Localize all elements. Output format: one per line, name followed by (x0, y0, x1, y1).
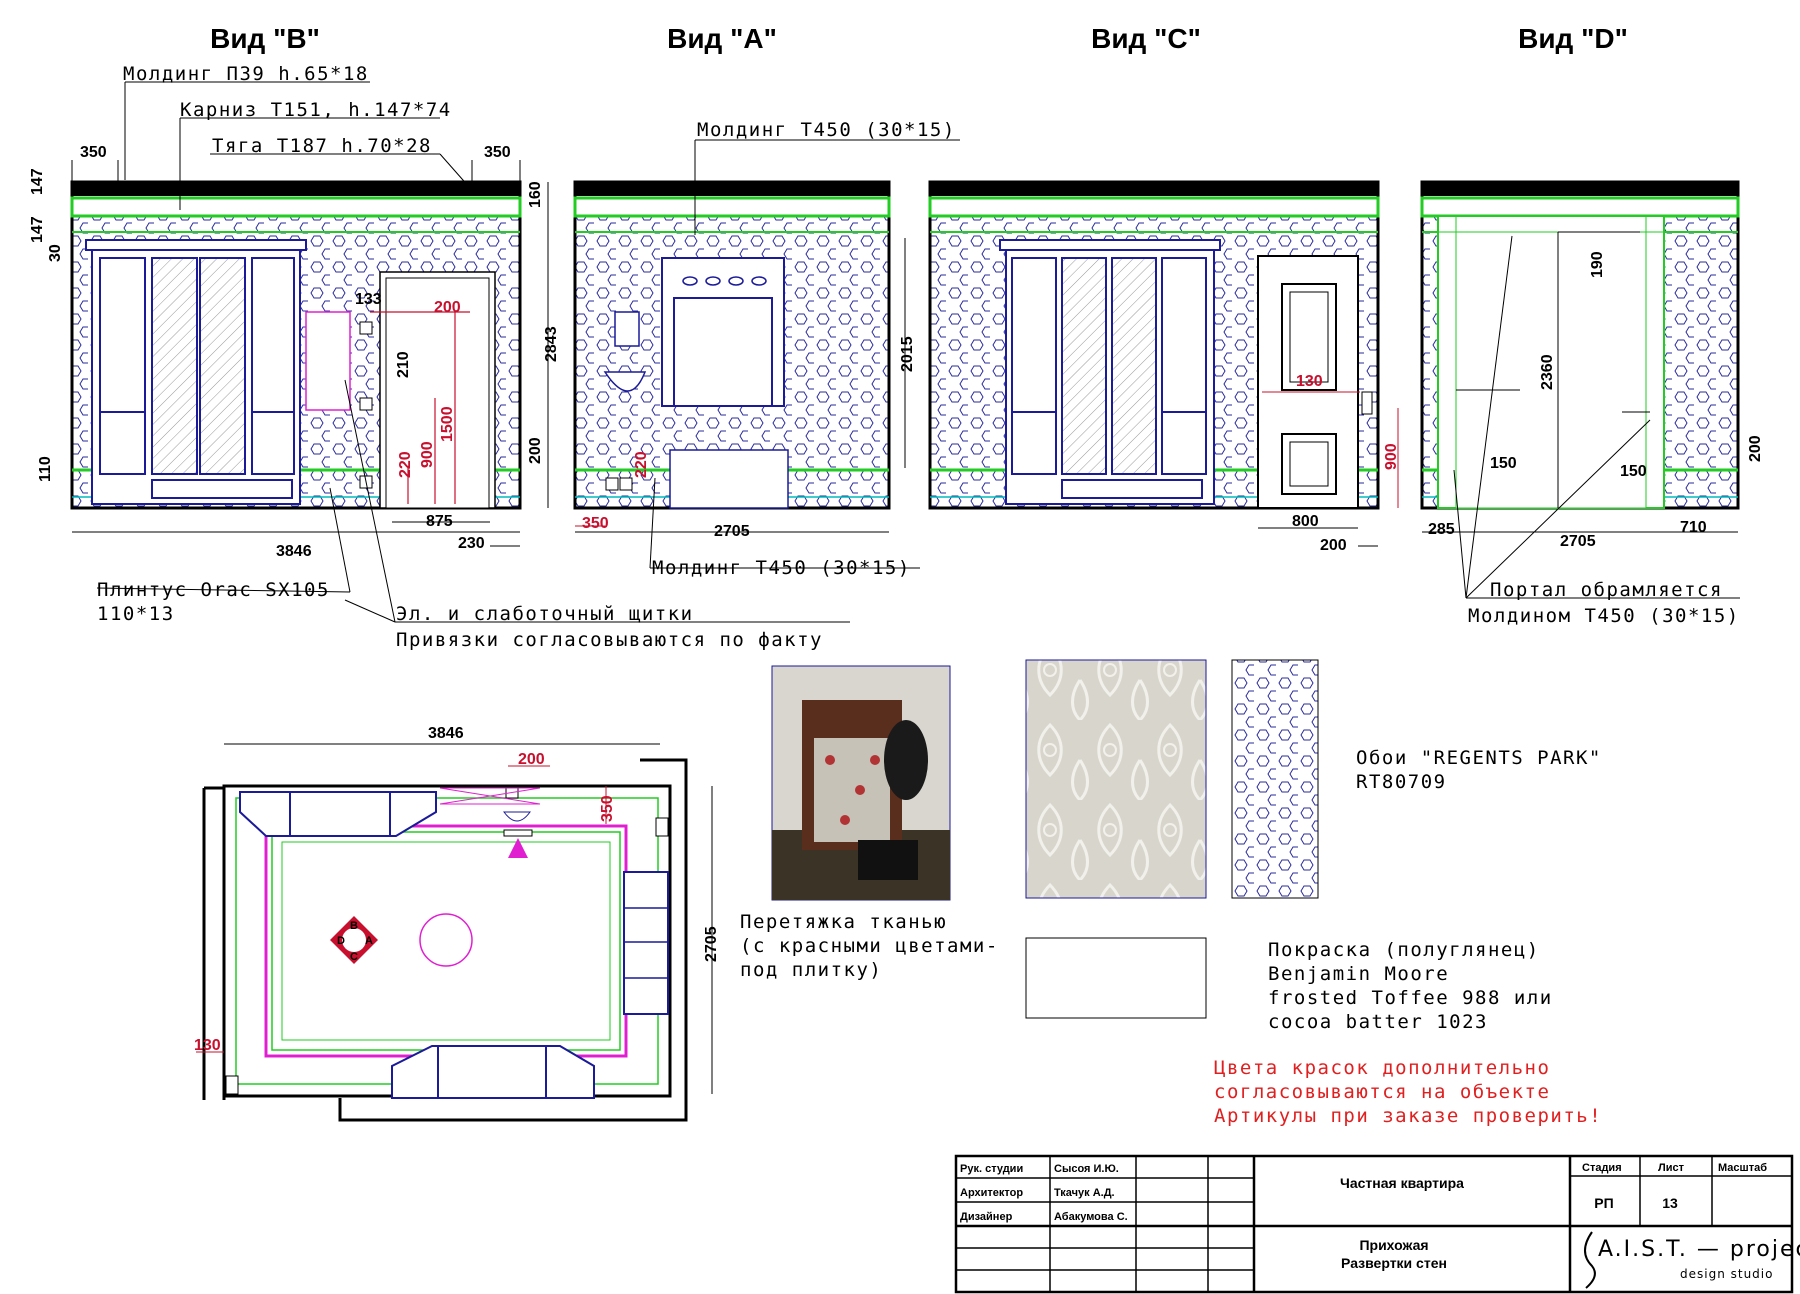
dim-d-710: 710 (1680, 519, 1707, 536)
dim-b-160: 160 (527, 181, 544, 208)
dim-d-200: 200 (1747, 435, 1764, 462)
callout-rod-t187: Тяга Т187 h.70*28 (212, 135, 432, 157)
compass-a: A (365, 935, 373, 947)
dim-a-2705: 2705 (714, 523, 750, 540)
elevation-view-b (70, 81, 850, 623)
callout-molding-t450-bottom: Молдинг Т450 (30*15) (652, 557, 911, 579)
dim-c-red-900: 900 (1383, 443, 1400, 470)
floor-plan (196, 743, 713, 1122)
wallpaper-label-l1: Обои "REGENTS PARK" (1356, 747, 1602, 769)
warning-l2: согласовываются на объекте (1214, 1081, 1550, 1103)
swatch-paint (1025, 937, 1207, 1019)
dim-b-350-left: 350 (80, 144, 107, 161)
dim-b-red-220: 220 (397, 451, 414, 478)
elevation-view-d (1420, 180, 1740, 599)
dim-a-2015: 2015 (899, 336, 916, 372)
view-c-title: Вид "C" (1091, 23, 1201, 54)
tb-sheet-title-l2: Развертки стен (1341, 1255, 1447, 1271)
studio-subtitle: design studio (1680, 1267, 1773, 1281)
studio-name: A.I.S.T. — project (1598, 1237, 1800, 1262)
callout-plinth-l2: 110*13 (97, 603, 175, 625)
callout-plinth-l1: Плинтус Orac SX105 (97, 579, 330, 601)
callout-portal-l2: Молдином Т450 (30*15) (1468, 605, 1740, 627)
dim-b-red-1500: 1500 (439, 406, 456, 442)
callout-portal-l1: Портал обрамляется (1490, 579, 1723, 601)
swatch-damask (1025, 659, 1207, 899)
callout-cornice-t151: Карниз Т151, h.147*74 (180, 99, 452, 121)
tb-project: Частная квартира (1340, 1175, 1464, 1191)
dim-b-200: 200 (527, 437, 544, 464)
tb-stage-header: Стадия (1582, 1162, 1622, 1174)
warning-l3: Артикулы при заказе проверить! (1214, 1105, 1602, 1127)
tb-scale-header: Масштаб (1718, 1162, 1767, 1174)
dim-b-red-900: 900 (419, 441, 436, 468)
view-a-title: Вид "A" (667, 23, 777, 54)
paint-label-l3: frosted Toffee 988 или (1268, 987, 1553, 1009)
dim-b-3846: 3846 (276, 543, 312, 560)
tb-role-1: Рук. студии (960, 1163, 1023, 1175)
dim-b-133: 133 (355, 291, 382, 308)
title-block (954, 1154, 1794, 1294)
dim-b-230: 230 (458, 535, 485, 552)
compass-d: D (337, 935, 345, 947)
warning-l1: Цвета красок дополнительно (1214, 1057, 1550, 1079)
tb-stage: РП (1594, 1195, 1613, 1211)
dim-a-red-350: 350 (582, 515, 609, 532)
wallpaper-label-l2: RT80709 (1356, 771, 1447, 793)
tb-sheet-title-l1: Прихожая (1359, 1237, 1428, 1253)
compass-c: C (350, 951, 358, 963)
dim-b-147b: 147 (29, 216, 46, 243)
dim-b-875: 875 (426, 513, 453, 530)
plan-dim-red-350: 350 (599, 795, 616, 822)
studio-logo-icon (1584, 1231, 1596, 1289)
tb-sheet-number: 13 (1662, 1195, 1678, 1211)
elevation-view-c (928, 180, 1399, 547)
dim-b-110: 110 (37, 456, 54, 482)
plan-dim-2705: 2705 (703, 926, 720, 962)
dim-b-210: 210 (395, 351, 412, 378)
view-b-title: Вид "B" (210, 23, 320, 54)
dim-d-2360: 2360 (1539, 354, 1556, 390)
elevation-view-a (547, 139, 960, 569)
view-d-title: Вид "D" (1518, 23, 1628, 54)
dim-d-285: 285 (1428, 521, 1455, 538)
dim-d-150b: 150 (1620, 463, 1647, 480)
swatch-hex-wallpaper (1231, 659, 1319, 899)
dim-b-red-200: 200 (434, 299, 461, 316)
dim-c-800: 800 (1292, 513, 1319, 530)
photo-fabric-hanger (771, 665, 951, 901)
paint-label-l4: cocoa batter 1023 (1268, 1011, 1488, 1033)
plan-dim-red-200: 200 (518, 751, 545, 768)
callout-molding-p39: Молдинг П39 h.65*18 (123, 63, 369, 85)
dim-a-2843: 2843 (543, 326, 560, 362)
callout-panels-l1: Эл. и слаботочный щитки (396, 603, 694, 625)
tb-role-3: Дизайнер (960, 1211, 1013, 1223)
plan-dim-red-130: 130 (194, 1037, 221, 1054)
dim-c-red-130: 130 (1296, 373, 1323, 390)
fabric-label-l2: (с красными цветами- (740, 935, 999, 957)
dim-c-200: 200 (1320, 537, 1347, 554)
callout-panels-l2: Привязки согласовываются по факту (396, 629, 823, 651)
paint-label-l2: Benjamin Moore (1268, 963, 1449, 985)
tb-name-2: Ткачук А.Д. (1054, 1187, 1115, 1199)
tb-name-1: Сысоя И.Ю. (1054, 1163, 1119, 1175)
dim-b-30: 30 (47, 244, 64, 262)
tb-name-3: Абакумова С. (1054, 1211, 1128, 1223)
plan-dim-3846: 3846 (428, 725, 464, 742)
paint-label-l1: Покраска (полуглянец) (1268, 939, 1540, 961)
tb-role-2: Архитектор (960, 1187, 1023, 1199)
dim-b-147a: 147 (29, 168, 46, 195)
dim-b-350-right: 350 (484, 144, 511, 161)
callout-molding-t450-top: Молдинг Т450 (30*15) (697, 119, 956, 141)
fabric-label-l1: Перетяжка тканью (740, 911, 947, 933)
dim-a-red-220: 220 (633, 451, 650, 478)
dim-d-150a: 150 (1490, 455, 1517, 472)
dim-d-2705: 2705 (1560, 533, 1596, 550)
dim-d-190: 190 (1589, 251, 1606, 278)
compass-b: B (350, 920, 358, 932)
tb-sheet-header: Лист (1658, 1162, 1685, 1174)
fabric-label-l3: под плитку) (740, 959, 882, 981)
